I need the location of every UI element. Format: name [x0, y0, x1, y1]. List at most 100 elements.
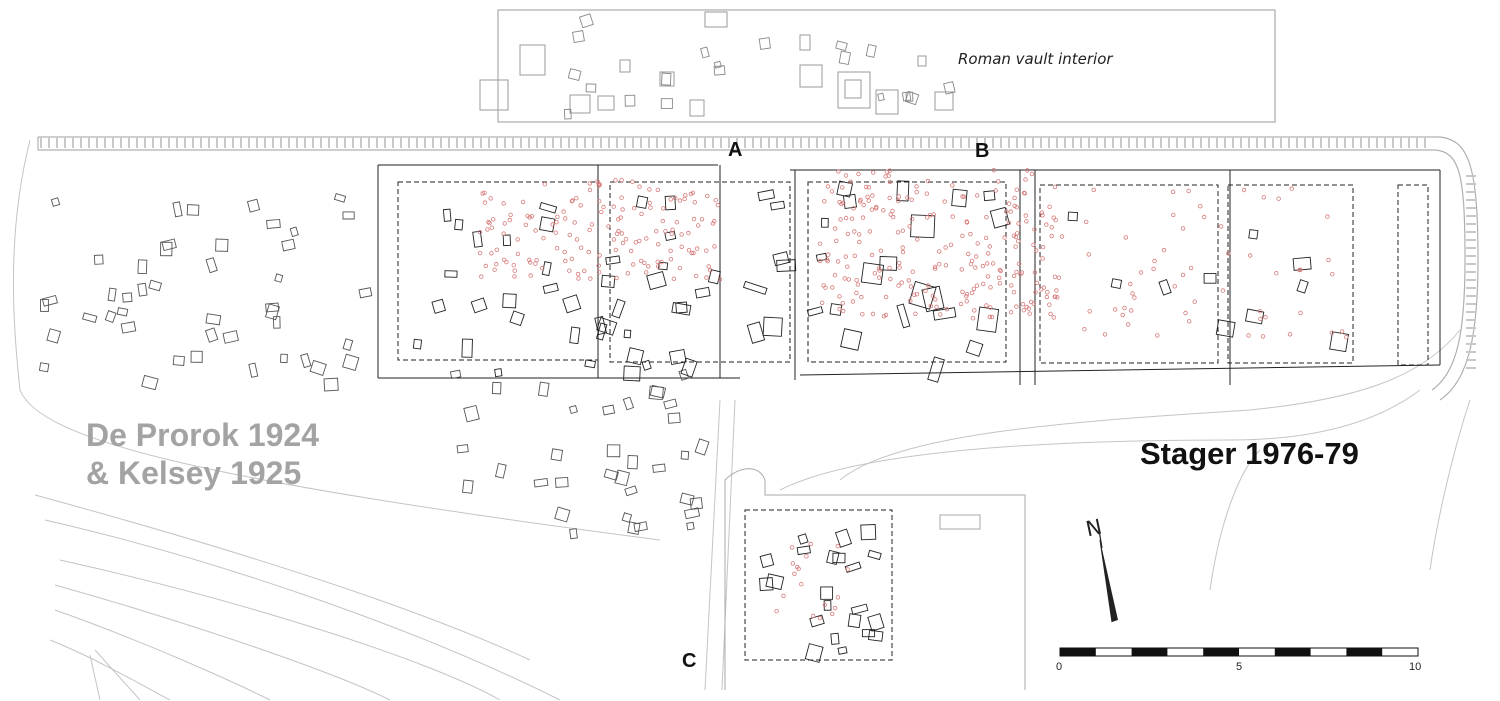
- stele-outline: [840, 328, 863, 351]
- urn-marker: [966, 251, 971, 257]
- urn-marker: [1188, 265, 1194, 271]
- urn-marker: [540, 265, 545, 271]
- urn-marker: [948, 242, 954, 247]
- urn-marker: [930, 293, 936, 298]
- urn-marker: [852, 253, 857, 258]
- stele-outline: [538, 201, 558, 214]
- urn-marker: [1247, 253, 1253, 258]
- urn-marker: [704, 275, 709, 280]
- urn-marker: [1186, 188, 1191, 194]
- urn-marker: [845, 231, 850, 237]
- urn-marker: [972, 308, 977, 313]
- stele-outline: [412, 338, 423, 350]
- urn-marker: [528, 260, 533, 265]
- urn-marker: [717, 277, 723, 282]
- stele-outline: [806, 306, 824, 317]
- stele-outline: [646, 271, 667, 291]
- stele-outline: [491, 381, 502, 395]
- urn-marker: [1325, 214, 1330, 219]
- urn-marker: [520, 199, 526, 205]
- stele-outline: [550, 448, 564, 462]
- urn-marker: [988, 305, 993, 310]
- urn-marker: [661, 206, 666, 211]
- urn-marker: [840, 301, 845, 306]
- urn-marker: [679, 244, 684, 249]
- urn-marker: [991, 167, 996, 173]
- urn-marker: [691, 216, 697, 222]
- urn-marker: [837, 306, 842, 312]
- urn-marker: [878, 248, 884, 253]
- urn-marker: [896, 198, 901, 204]
- urn-marker: [638, 258, 644, 264]
- urn-marker: [987, 314, 992, 320]
- urn-marker: [1129, 308, 1134, 313]
- urn-marker: [958, 301, 964, 307]
- stele-outline: [820, 586, 834, 600]
- urn-marker: [713, 197, 718, 203]
- stele-outline: [649, 384, 667, 399]
- urn-marker: [817, 241, 823, 246]
- urn-marker: [1006, 220, 1012, 225]
- urn-marker: [884, 169, 890, 174]
- scale-bar-segment: [1203, 648, 1239, 656]
- urn-marker: [857, 239, 862, 245]
- urn-marker: [507, 217, 513, 223]
- urn-marker: [629, 248, 634, 254]
- stele-outline: [46, 328, 62, 344]
- stele-outline: [449, 369, 462, 380]
- stele-outline: [190, 350, 203, 363]
- urn-marker: [905, 195, 910, 200]
- urn-marker: [817, 258, 823, 264]
- urn-marker: [489, 225, 494, 230]
- urn-marker: [512, 274, 517, 279]
- urn-marker: [708, 268, 713, 273]
- urn-marker: [1260, 334, 1266, 339]
- stele-outline: [823, 600, 832, 611]
- urn-marker: [1083, 219, 1089, 225]
- urn-marker: [914, 184, 919, 189]
- urn-marker: [914, 189, 919, 195]
- urn-marker: [1048, 311, 1053, 317]
- urn-marker: [567, 268, 572, 273]
- urn-marker: [511, 263, 516, 268]
- urn-marker: [968, 231, 973, 237]
- urn-marker: [975, 193, 980, 198]
- urn-marker: [934, 304, 939, 310]
- urn-marker: [837, 199, 842, 205]
- stele-outline: [689, 497, 703, 510]
- urn-marker: [915, 237, 920, 242]
- urn-marker: [595, 179, 600, 184]
- urn-marker: [832, 226, 838, 231]
- stele-outline: [569, 326, 581, 345]
- stele-outline: [120, 321, 137, 334]
- urn-marker: [997, 275, 1002, 280]
- urn-marker: [504, 259, 509, 265]
- sector-c-enclosure: [724, 468, 1026, 690]
- urn-marker: [691, 250, 696, 256]
- urn-marker: [924, 191, 929, 196]
- stele-outline: [246, 198, 261, 213]
- stele-outline: [333, 193, 347, 203]
- vault-object: [571, 30, 585, 44]
- stele-outline: [148, 279, 163, 292]
- urn-marker: [811, 613, 816, 619]
- urn-marker: [890, 208, 895, 214]
- urn-marker: [480, 191, 485, 196]
- urn-marker: [971, 286, 977, 292]
- urn-marker: [1021, 308, 1026, 313]
- urn-marker: [1171, 212, 1176, 218]
- urn-marker: [983, 235, 989, 241]
- stele-outline: [122, 292, 133, 303]
- stele-outline: [248, 362, 259, 378]
- urn-marker: [1023, 213, 1028, 218]
- stele-outline: [1215, 319, 1236, 338]
- stele-outline: [537, 381, 550, 397]
- urn-marker: [1049, 225, 1054, 230]
- urn-marker: [647, 187, 652, 192]
- urn-marker: [1028, 299, 1034, 305]
- urn-marker: [975, 241, 980, 246]
- urn-marker: [1220, 288, 1226, 293]
- roman-vault: [479, 9, 1276, 123]
- stele-outline: [289, 226, 299, 238]
